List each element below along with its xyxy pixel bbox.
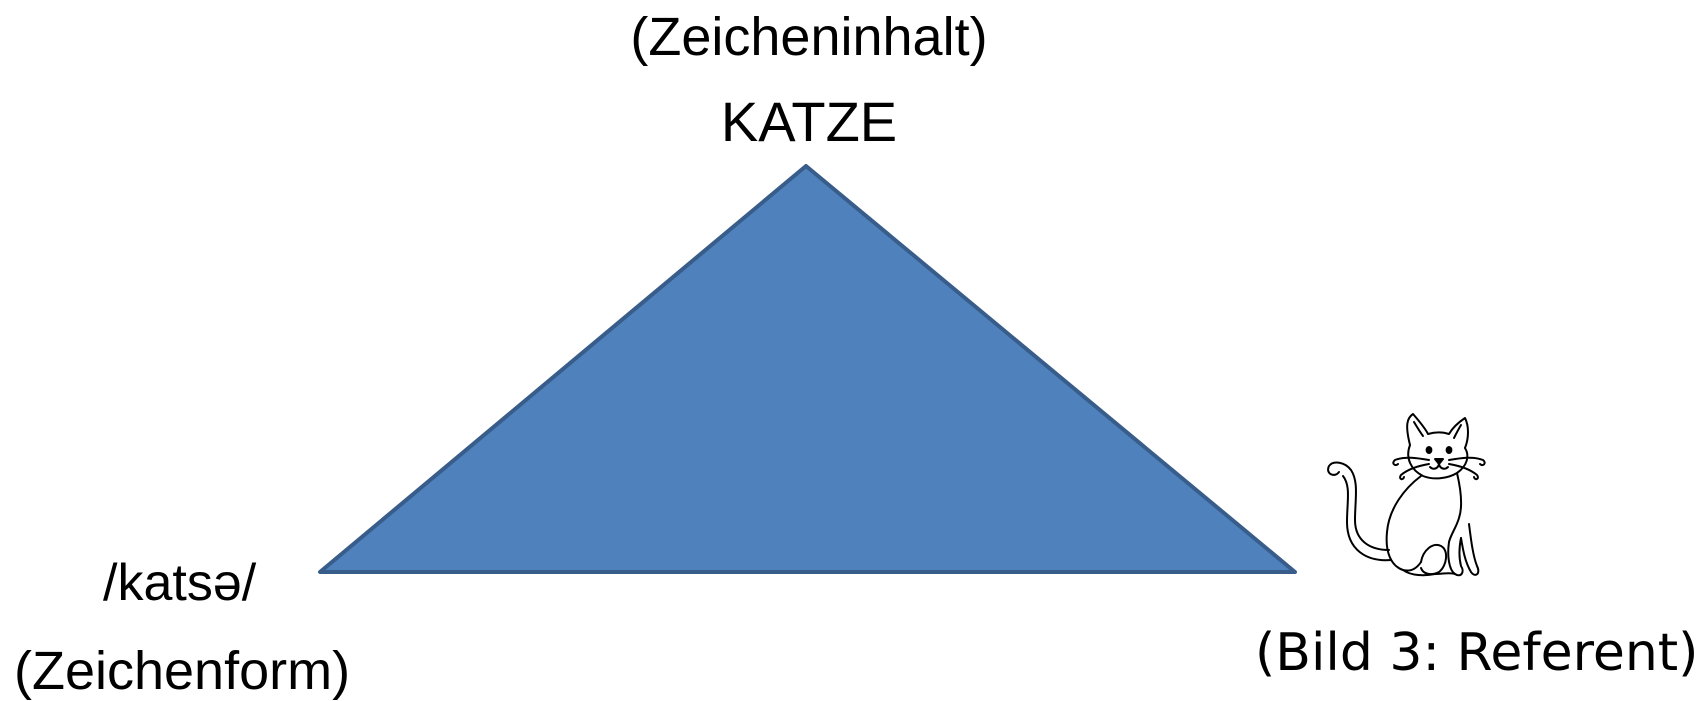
phonetic-form: /katsə/ [103, 554, 257, 612]
sign-form-label: (Zeichenform) [14, 641, 351, 701]
referent-label: (Bild 3: Referent) [1255, 623, 1698, 683]
concept-word: KATZE [720, 90, 898, 153]
cat-drawing-icon [1327, 413, 1486, 577]
triangle-shape [318, 164, 1297, 574]
sign-content-label: (Zeicheninhalt) [630, 7, 988, 67]
